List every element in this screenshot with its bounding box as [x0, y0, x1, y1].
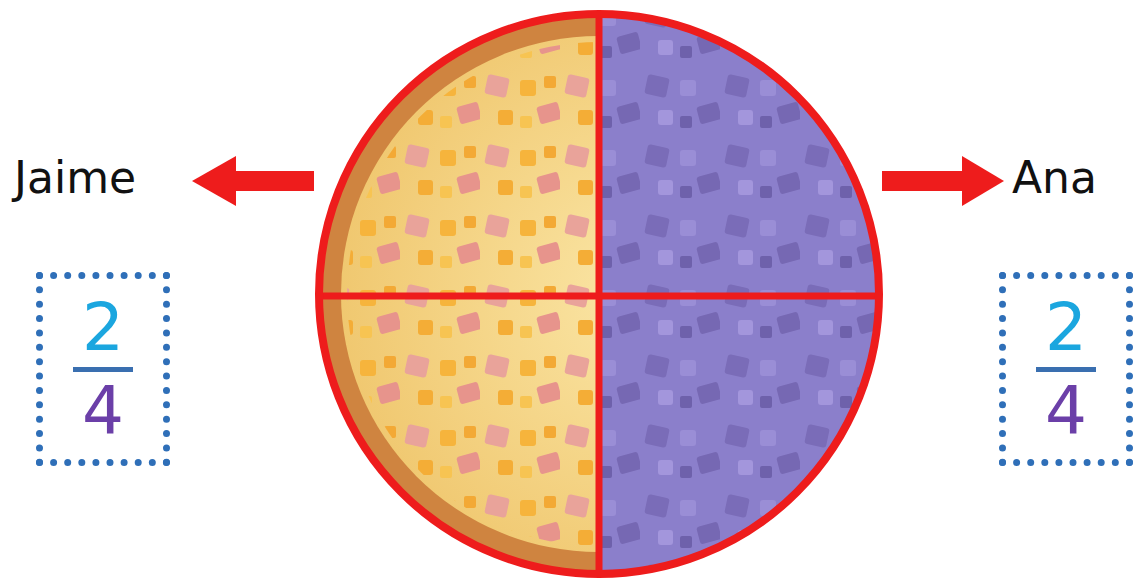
- fraction-bar: [1036, 367, 1096, 372]
- denominator: 4: [82, 376, 124, 445]
- fraction-box: 24: [36, 272, 170, 466]
- pointer-arrow: [192, 156, 314, 206]
- fraction-box: 24: [999, 272, 1133, 466]
- fraction-bar: [73, 367, 133, 372]
- denominator: 4: [1045, 376, 1087, 445]
- pointer-arrow: [882, 156, 1004, 206]
- person-name: Ana: [1012, 154, 1097, 202]
- numerator: 2: [1045, 293, 1087, 362]
- numerator: 2: [82, 293, 124, 362]
- person-name: Jaime: [14, 154, 136, 202]
